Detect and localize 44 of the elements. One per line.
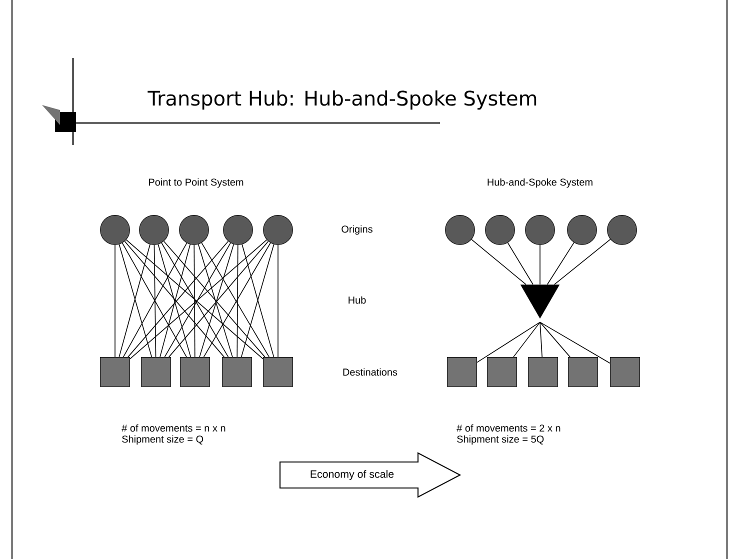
text-label: Shipment size = 5Q xyxy=(457,435,544,445)
text-label: Origins xyxy=(342,225,372,235)
text-label: Point to Point System xyxy=(149,178,244,188)
text-label: Hub-and-Spoke System xyxy=(488,178,592,188)
origin-circle xyxy=(445,215,475,245)
destination-square xyxy=(180,357,210,387)
text-label: Hub xyxy=(348,296,366,304)
origin-circle xyxy=(100,215,130,245)
origin-circle xyxy=(525,215,555,245)
connector-line xyxy=(540,322,542,358)
text-label: # of movements = 2 x n xyxy=(456,424,560,432)
connector-line xyxy=(513,322,540,358)
title: Transport Hub: Hub-and-Spoke System xyxy=(148,90,536,110)
connector-line xyxy=(507,242,534,285)
origin-circle xyxy=(263,215,293,245)
connector-line xyxy=(471,239,526,285)
origin-circle xyxy=(223,215,253,245)
destination-square xyxy=(568,357,598,387)
destination-square xyxy=(528,357,558,387)
destination-square xyxy=(100,357,130,387)
destination-square xyxy=(141,357,171,387)
destination-square xyxy=(487,357,517,387)
connector-line xyxy=(114,244,116,358)
text-label: # of movements = n x n xyxy=(122,424,226,432)
connector-line xyxy=(154,244,156,358)
destination-square xyxy=(610,357,640,387)
destination-square xyxy=(447,357,477,387)
connector-line xyxy=(554,238,611,285)
destination-square xyxy=(222,357,252,387)
connector-line xyxy=(546,242,574,285)
hub-triangle xyxy=(520,284,560,319)
origin-circle xyxy=(179,215,209,245)
connector-line xyxy=(540,322,571,358)
text-label: Shipment size = Q xyxy=(122,435,204,445)
text-label: Destinations xyxy=(343,368,398,376)
connector-line xyxy=(236,244,238,358)
destination-square xyxy=(263,357,293,387)
origin-circle xyxy=(567,215,597,245)
origin-circle xyxy=(139,215,169,245)
connector-line xyxy=(194,244,196,358)
origin-circle xyxy=(607,215,637,245)
origin-circle xyxy=(485,215,515,245)
connector-line xyxy=(476,322,540,363)
connector-line xyxy=(540,322,610,364)
